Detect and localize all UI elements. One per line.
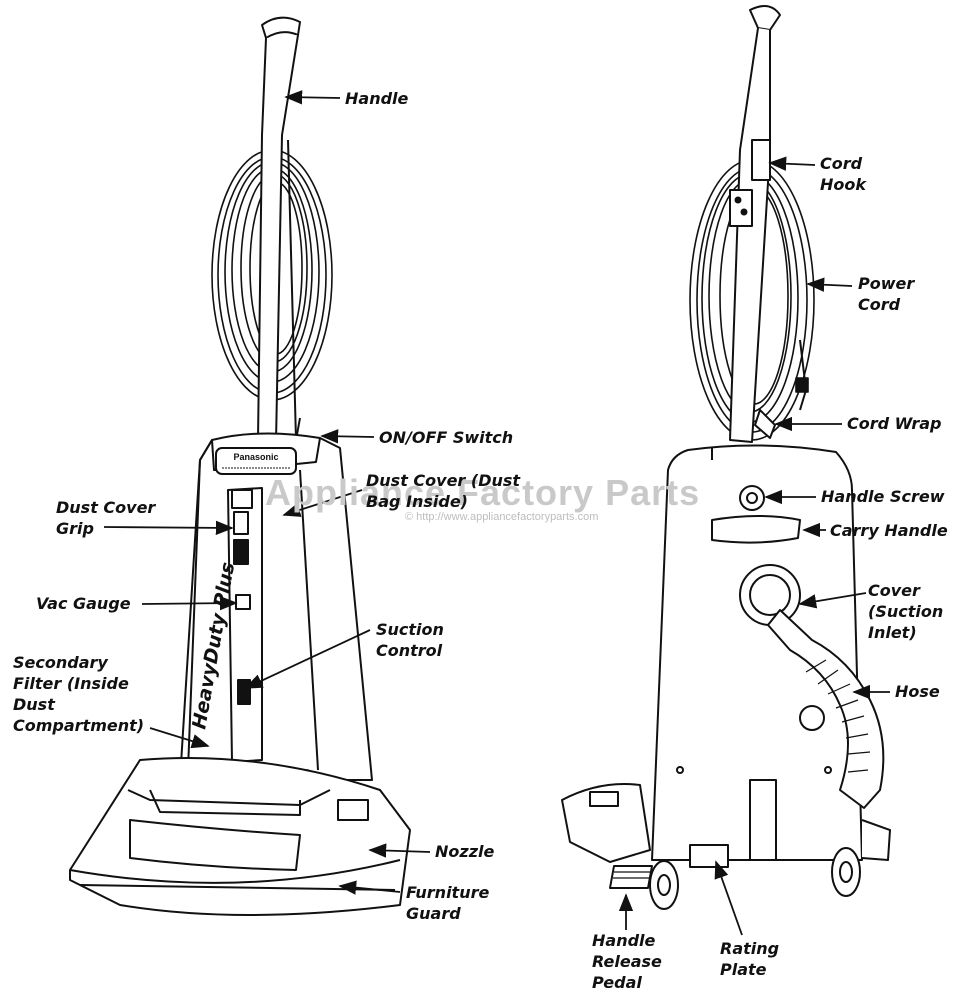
label-vac-gauge: Vac Gauge [36,594,131,613]
front-handle [257,16,301,443]
back-vacuum-illustration [561,5,891,910]
label-cord-hook: Cord Hook [820,154,867,194]
label-hose: Hose [895,682,940,701]
label-handle-release-pedal: Handle Release Pedal [592,931,662,992]
label-dust-cover-grip: Dust Cover Grip [56,498,156,538]
label-furniture-guard: Furniture Guard [406,883,490,923]
label-power-cord: Power Cord [858,274,915,314]
label-handle: Handle [345,89,409,108]
front-body: Panasonic [179,432,373,801]
label-cover-suction-inlet: Cover (Suction Inlet) [868,581,944,642]
label-cord-wrap: Cord Wrap [847,414,942,433]
leader-lines [103,90,890,936]
front-nozzle [69,757,411,916]
back-body [651,444,863,861]
label-handle-screw: Handle Screw [821,487,945,506]
label-secondary-filter: Secondary Filter (Inside Dust Compartmen… [13,653,145,735]
front-vacuum-illustration: Panasonic HeavyDuty Plus [69,16,411,916]
label-nozzle: Nozzle [435,842,495,861]
back-base [561,783,891,910]
label-carry-handle: Carry Handle [830,521,948,540]
label-suction-control: Suction Control [376,620,444,660]
svg-text:Panasonic: Panasonic [233,452,278,462]
label-rating-plate: Rating Plate [720,939,780,979]
back-handle [729,5,781,443]
label-dust-cover: Dust Cover (Dust Bag Inside) [366,471,521,511]
watermark-text: Appliance Factory Parts [265,472,701,513]
watermark-url: © http://www.appliancefactoryparts.com [405,511,599,523]
label-on-off-switch: ON/OFF Switch [379,428,514,447]
back-hose [767,609,885,809]
